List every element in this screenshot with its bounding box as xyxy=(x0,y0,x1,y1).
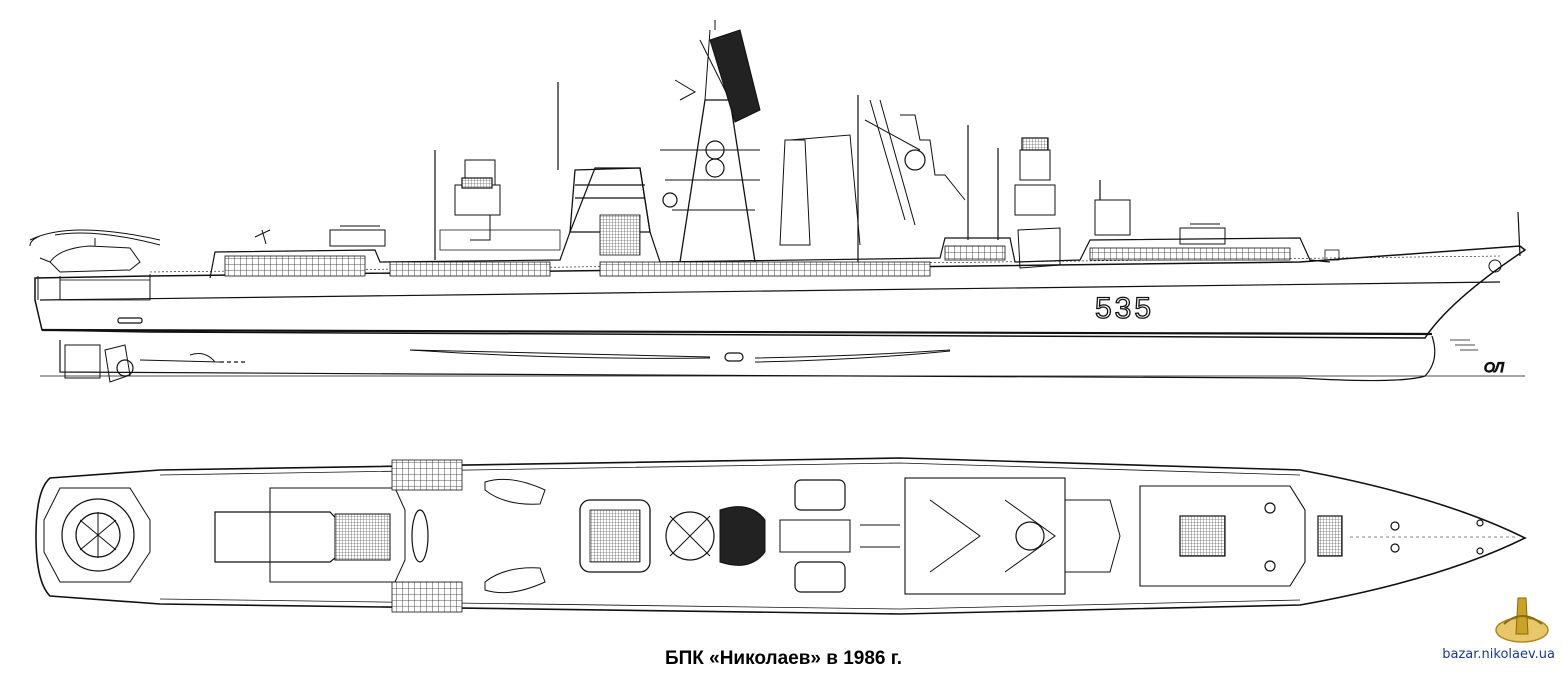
waterline-label: ОЛ xyxy=(1484,359,1504,375)
helicopter xyxy=(39,232,161,273)
drawing-caption: БПК «Николаев» в 1986 г. xyxy=(664,648,903,669)
aft-director xyxy=(454,159,501,241)
website-link[interactable]: bazar.nikolaev.ua xyxy=(1442,647,1555,662)
underwater-hull xyxy=(59,335,1436,382)
site-logo xyxy=(1495,597,1549,643)
funnel-plan xyxy=(579,499,651,573)
fore-mast xyxy=(864,99,921,226)
radar-antenna xyxy=(709,29,761,123)
side-profile-view: ОЛ xyxy=(29,20,1527,383)
hull-number: 535 xyxy=(1095,292,1154,325)
deck-outline xyxy=(35,457,1527,615)
fore-gun-plan xyxy=(1139,485,1306,587)
deck-line xyxy=(39,281,1501,301)
hull-outline xyxy=(34,245,1527,339)
fore-gun-turret xyxy=(1179,223,1226,245)
plan-view xyxy=(35,457,1527,615)
aft-gun-turret xyxy=(329,225,386,247)
helipad xyxy=(43,487,151,583)
fore-director xyxy=(1014,149,1056,216)
aft-superstructure xyxy=(209,167,1331,279)
boat xyxy=(411,509,429,563)
stern-gear xyxy=(64,344,221,383)
main-mast xyxy=(679,99,756,263)
boot-top-line xyxy=(41,328,1433,336)
deck-panel xyxy=(391,459,463,491)
aft-sam-launcher xyxy=(214,511,346,563)
radar-plan xyxy=(719,506,766,566)
